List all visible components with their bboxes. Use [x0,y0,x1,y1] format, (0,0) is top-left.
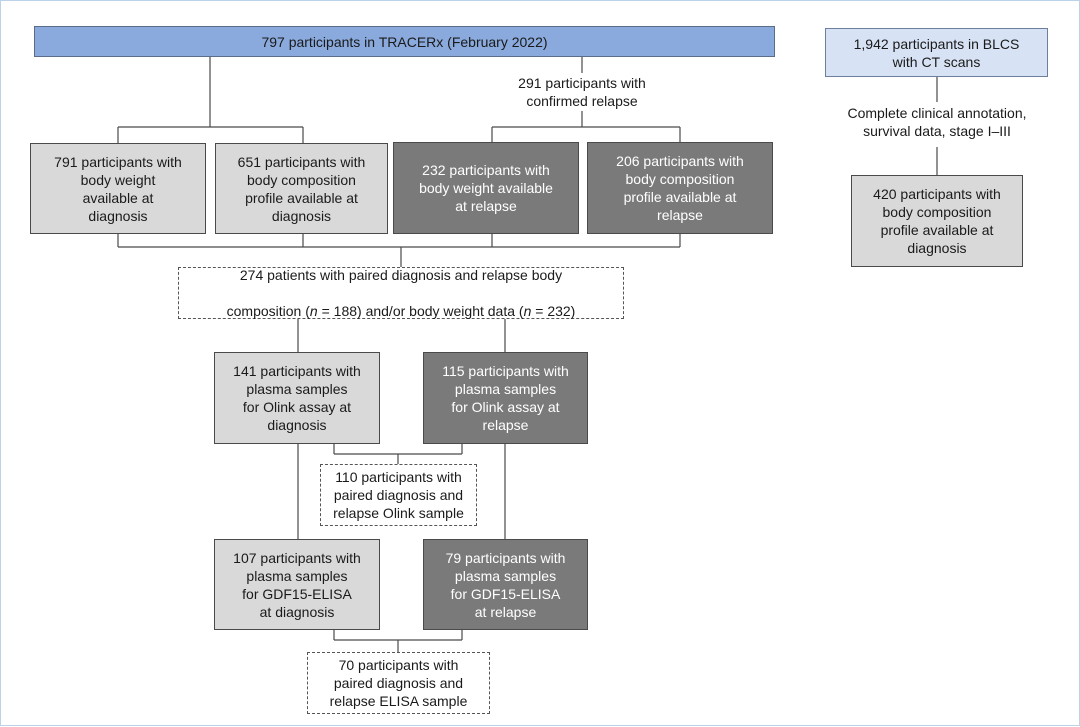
paired-elisa-box: 70 participants with paired diagnosis an… [307,652,490,714]
olink-diagnosis-box: 141 participants with plasma samples for… [214,352,380,444]
olink-relapse-box: 115 participants with plasma samples for… [423,352,588,444]
blcs-participants-box: 1,942 participants in BLCS with CT scans [825,28,1048,77]
blcs-body-composition-box: 420 participants with body composition p… [851,175,1023,267]
diagnosis-body-composition-box: 651 participants with body composition p… [215,143,388,234]
blcs-annotation-note: Complete clinical annotation, survival d… [827,104,1047,144]
relapse-body-weight-box: 232 participants with body weight availa… [393,142,579,234]
elisa-diagnosis-box: 107 participants with plasma samples for… [214,539,380,630]
relapse-body-composition-box: 206 participants with body composition p… [587,142,773,234]
confirmed-relapse-note: 291 participants with confirmed relapse [501,74,663,110]
paired-olink-box: 110 participants with paired diagnosis a… [320,464,477,526]
paired-body-composition-box: 274 patients with paired diagnosis and r… [178,267,624,319]
elisa-relapse-box: 79 participants with plasma samples for … [423,539,588,630]
tracerx-participants-box: 797 participants in TRACERx (February 20… [34,26,775,57]
diagnosis-body-weight-box: 791 participants with body weight availa… [30,143,206,234]
